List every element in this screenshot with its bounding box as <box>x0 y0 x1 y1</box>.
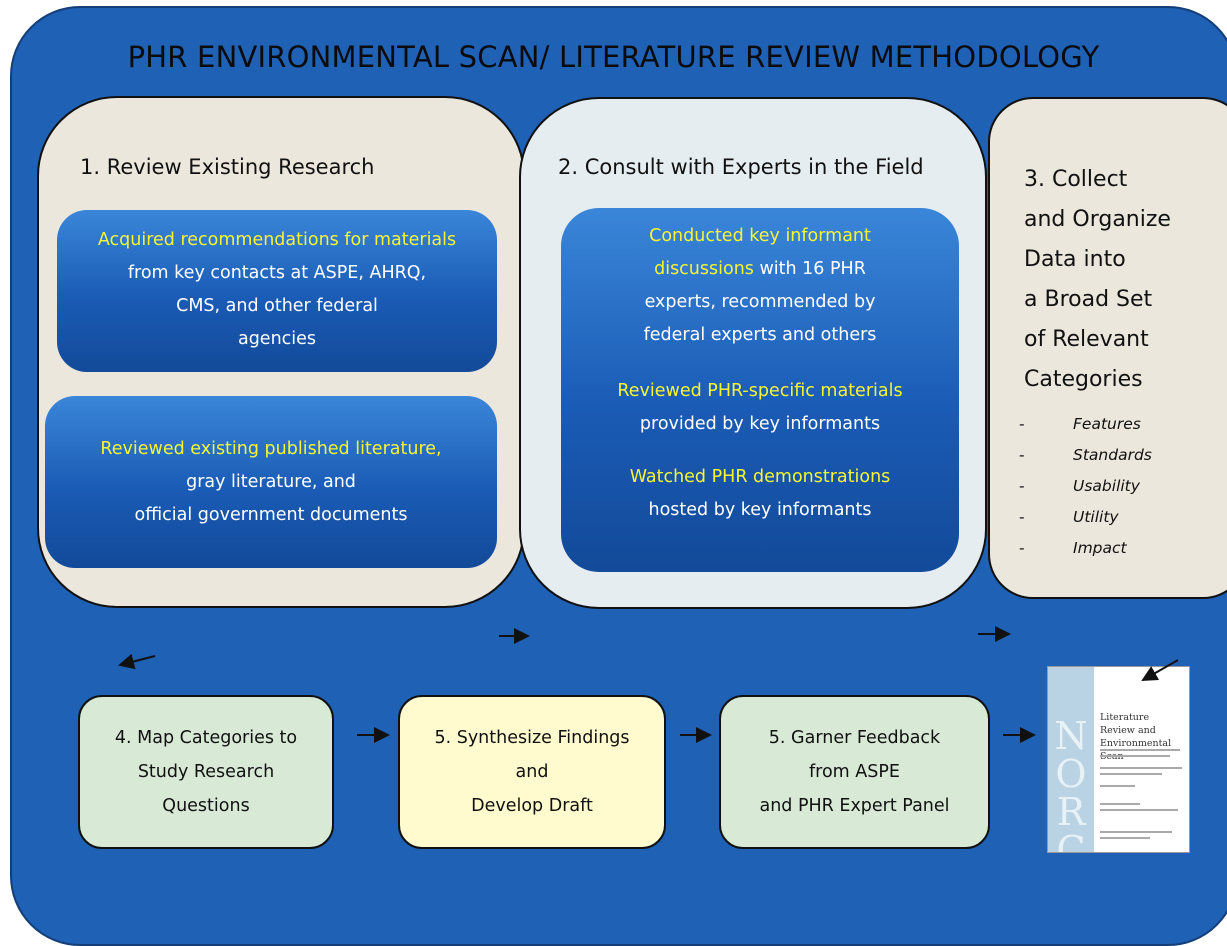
report-cover-stripe <box>1048 667 1094 852</box>
cover-text-line <box>1100 803 1140 805</box>
panel3-line5: of Relevant <box>1024 327 1149 352</box>
panel2-item2-highlight: Reviewed PHR-specific materials <box>617 381 903 401</box>
step5b-line1: 5. Garner Feedback <box>768 728 941 748</box>
arrow-panel3-to-report <box>1141 659 1179 681</box>
step4-line2: Study Research <box>137 762 275 782</box>
diagram-title: PHR ENVIRONMENTAL SCAN/ LITERATURE REVIE… <box>127 40 1100 74</box>
panel3-line4: a Broad Set <box>1024 287 1153 312</box>
panel2-item1-line3: experts, recommended by <box>644 292 876 312</box>
step5a-line2: and <box>515 762 549 782</box>
flow-arrows <box>118 626 1179 743</box>
panel1-box1-line2: CMS, and other federal <box>176 296 378 316</box>
panel2-box-expert-activities: Conducted key informant discussions with… <box>561 208 959 572</box>
category-item: -Usability <box>1019 477 1140 495</box>
panel3-line3: Data into <box>1024 247 1126 272</box>
panel3-line6: Categories <box>1024 367 1143 392</box>
panel1-box-recommendations: Acquired recommendations for materials f… <box>57 210 497 372</box>
panel3-line2: and Organize <box>1024 207 1171 232</box>
cover-text-line <box>1100 767 1182 769</box>
panel1-box2-line1: gray literature, and <box>186 472 356 492</box>
cover-text-line <box>1100 755 1170 757</box>
panel2-item3-highlight: Watched PHR demonstrations <box>629 467 891 487</box>
panel2-item2-line: provided by key informants <box>639 414 881 434</box>
panel1-box1-highlight: Acquired recommendations for materials <box>97 230 457 250</box>
category-list: -Features -Standards -Usability -Utility… <box>1019 409 1152 564</box>
category-item: -Utility <box>1019 508 1119 526</box>
step4-line3: Questions <box>162 796 250 816</box>
cover-text-line <box>1100 831 1172 833</box>
category-item: -Standards <box>1019 446 1152 464</box>
panel2-item1-rest2: with 16 PHR <box>753 259 866 279</box>
panel1-box2-line2: official government documents <box>134 505 408 525</box>
step-synthesize-findings: 5. Synthesize Findings and Develop Draft <box>398 695 666 849</box>
panel2-item3-line: hosted by key informants <box>648 500 872 520</box>
category-item: -Impact <box>1019 539 1127 557</box>
step-map-categories: 4. Map Categories to Study Research Ques… <box>78 695 334 849</box>
panel2-item1-line2: discussions with 16 PHR <box>561 253 959 286</box>
step5b-line3: and PHR Expert Panel <box>759 796 950 816</box>
panel2-title: 2. Consult with Experts in the Field <box>558 155 924 179</box>
panel2-item1-highlight2: discussions <box>654 259 754 279</box>
panel1-box1-line3: agencies <box>237 329 317 349</box>
cover-text-line <box>1100 773 1162 775</box>
panel1-box2-highlight: Reviewed existing published literature, <box>100 439 442 459</box>
step5b-line2: from ASPE <box>809 762 900 782</box>
panel3-line1: 3. Collect <box>1024 167 1128 192</box>
arrow-to-step4 <box>118 653 156 670</box>
step5a-line3: Develop Draft <box>471 796 593 816</box>
panel1-title: 1. Review Existing Research <box>80 155 375 179</box>
cover-text-line <box>1100 837 1150 839</box>
panel1-box1-line1: from key contacts at ASPE, AHRQ, <box>127 263 427 283</box>
panel2-item1-line4: federal experts and others <box>643 325 877 345</box>
panel1-box-literature: Reviewed existing published literature, … <box>45 396 497 568</box>
panel2-item1-highlight1: Conducted key informant <box>649 226 871 246</box>
category-item: -Features <box>1019 415 1141 433</box>
cover-text-line <box>1100 785 1135 787</box>
cover-text-line <box>1100 749 1180 751</box>
step5a-line1: 5. Synthesize Findings <box>434 728 630 748</box>
step-garner-feedback: 5. Garner Feedback from ASPE and PHR Exp… <box>719 695 990 849</box>
panel3-text: 3. Collect and Organize Data into a Broa… <box>1024 160 1224 400</box>
cover-text-line <box>1100 809 1178 811</box>
step4-line1: 4. Map Categories to <box>114 728 298 748</box>
panel-collect-organize <box>988 97 1227 599</box>
